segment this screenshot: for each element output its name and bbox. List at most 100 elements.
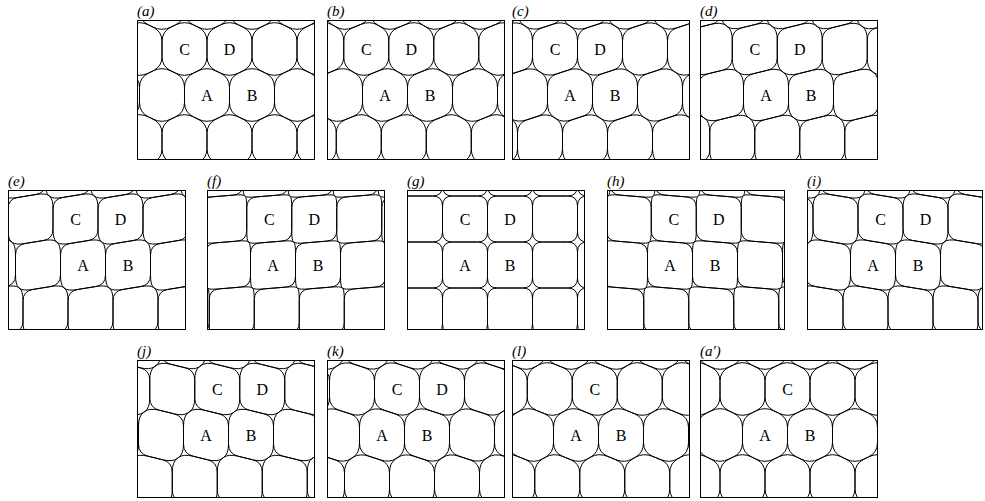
bubble-cell: A xyxy=(75,255,91,275)
panel-label: (i) xyxy=(807,174,821,189)
bubble-outline xyxy=(810,363,855,416)
bubble-outline xyxy=(488,196,533,242)
bubble-outline xyxy=(788,361,833,369)
foam-panel: (a′)CAB xyxy=(700,360,878,498)
cell-letter: A xyxy=(379,88,391,104)
cell-letter: B xyxy=(616,428,627,444)
bubble-outline xyxy=(9,240,16,290)
bubble-outline xyxy=(810,455,855,497)
bubble-cell: D xyxy=(306,209,322,229)
bubble-outline xyxy=(808,240,851,290)
bubble-outline xyxy=(701,23,732,74)
bubble-outline xyxy=(548,69,593,121)
cell-letter: C xyxy=(264,212,275,228)
bubble-outline xyxy=(858,194,903,244)
bubble-outline xyxy=(651,195,696,243)
bubble-cell: B xyxy=(911,255,926,275)
bubble-outline xyxy=(800,115,845,159)
bubble-outline xyxy=(513,21,518,29)
bubble-outline xyxy=(143,194,185,244)
bubble-outline xyxy=(644,287,689,329)
bubble-outline xyxy=(328,69,363,122)
cell-letter: A xyxy=(201,88,213,104)
bubble-cell: A xyxy=(374,425,390,445)
bubble-cell: C xyxy=(587,379,602,399)
bubble-outline xyxy=(275,69,315,122)
cell-letter: C xyxy=(749,42,760,58)
bubble-outline xyxy=(162,23,207,76)
bubble-outline xyxy=(328,409,360,461)
bubble-outline xyxy=(345,455,390,497)
bubble-outline xyxy=(743,361,788,369)
bubble-cell: C xyxy=(359,39,374,59)
bubble-outline xyxy=(479,23,504,76)
bubble-outline xyxy=(513,23,533,75)
cell-letter: B xyxy=(913,258,924,274)
bubble-outline xyxy=(644,409,689,462)
cell-letter: D xyxy=(115,212,127,228)
bubble-outline xyxy=(701,69,744,120)
bubble-outline xyxy=(710,115,755,159)
bubble-cell: C xyxy=(548,39,563,59)
bubble-cell: D xyxy=(711,209,727,229)
bubble-outline xyxy=(251,241,296,289)
cell-letter: D xyxy=(256,382,268,398)
bubble-outline xyxy=(833,409,878,462)
bubble-outline xyxy=(696,195,741,243)
bubble-cell: B xyxy=(244,425,259,445)
cell-letter: B xyxy=(246,428,257,444)
bubble-cell: C xyxy=(210,379,225,399)
bubble-outline xyxy=(341,241,385,289)
bubble-cell: B xyxy=(708,255,723,275)
bubble-cell: B xyxy=(503,255,518,275)
bubble-outline xyxy=(208,241,251,289)
bubble-cell: A xyxy=(662,255,678,275)
panel-label: (g) xyxy=(407,174,425,189)
bubble-outline xyxy=(330,363,375,415)
bubble-outline xyxy=(701,115,710,159)
bubble-outline xyxy=(608,115,653,159)
bubble-outline xyxy=(254,287,299,329)
bubble-outline xyxy=(23,286,68,329)
bubble-cell: D xyxy=(403,39,419,59)
bubble-outline xyxy=(443,191,488,196)
cell-letter: A xyxy=(459,258,471,274)
cell-letter: D xyxy=(920,212,932,228)
bubble-outline xyxy=(701,363,720,416)
bubble-outline xyxy=(580,455,625,497)
bubble-cell: C xyxy=(458,209,473,229)
bubble-outline xyxy=(230,21,275,29)
bubble-outline xyxy=(755,115,800,159)
bubble-outline xyxy=(572,363,617,416)
bubble-cell: C xyxy=(262,209,277,229)
bubble-outline xyxy=(435,455,480,497)
bubble-outline xyxy=(933,286,978,329)
bubble-outline xyxy=(563,115,608,159)
bubble-outline xyxy=(533,242,578,288)
bubble-outline xyxy=(378,191,384,197)
bubble-outline xyxy=(297,115,314,159)
cell-letter: D xyxy=(308,212,320,228)
cell-letter: B xyxy=(123,258,134,274)
bubble-outline xyxy=(247,195,292,243)
bubble-outline xyxy=(608,287,644,329)
bubble-outline xyxy=(777,23,822,74)
bubble-outline xyxy=(591,361,636,369)
foam-illustration xyxy=(408,191,584,329)
bubble-outline xyxy=(328,455,345,497)
bubble-outline xyxy=(209,287,254,329)
cell-letter: B xyxy=(805,428,816,444)
bubble-outline xyxy=(683,69,690,121)
bubble-outline xyxy=(285,363,314,414)
cell-letter: A xyxy=(867,258,879,274)
bubble-outline xyxy=(240,363,285,414)
bubble-outline xyxy=(617,363,662,416)
bubble-outline xyxy=(195,363,240,414)
bubble-outline xyxy=(262,455,307,497)
bubble-outline xyxy=(184,409,229,460)
bubble-outline xyxy=(328,23,344,76)
panel-label: (b) xyxy=(327,4,345,19)
bubble-outline xyxy=(813,194,858,244)
bubble-outline xyxy=(578,242,585,288)
panel-label: (d) xyxy=(700,4,718,19)
